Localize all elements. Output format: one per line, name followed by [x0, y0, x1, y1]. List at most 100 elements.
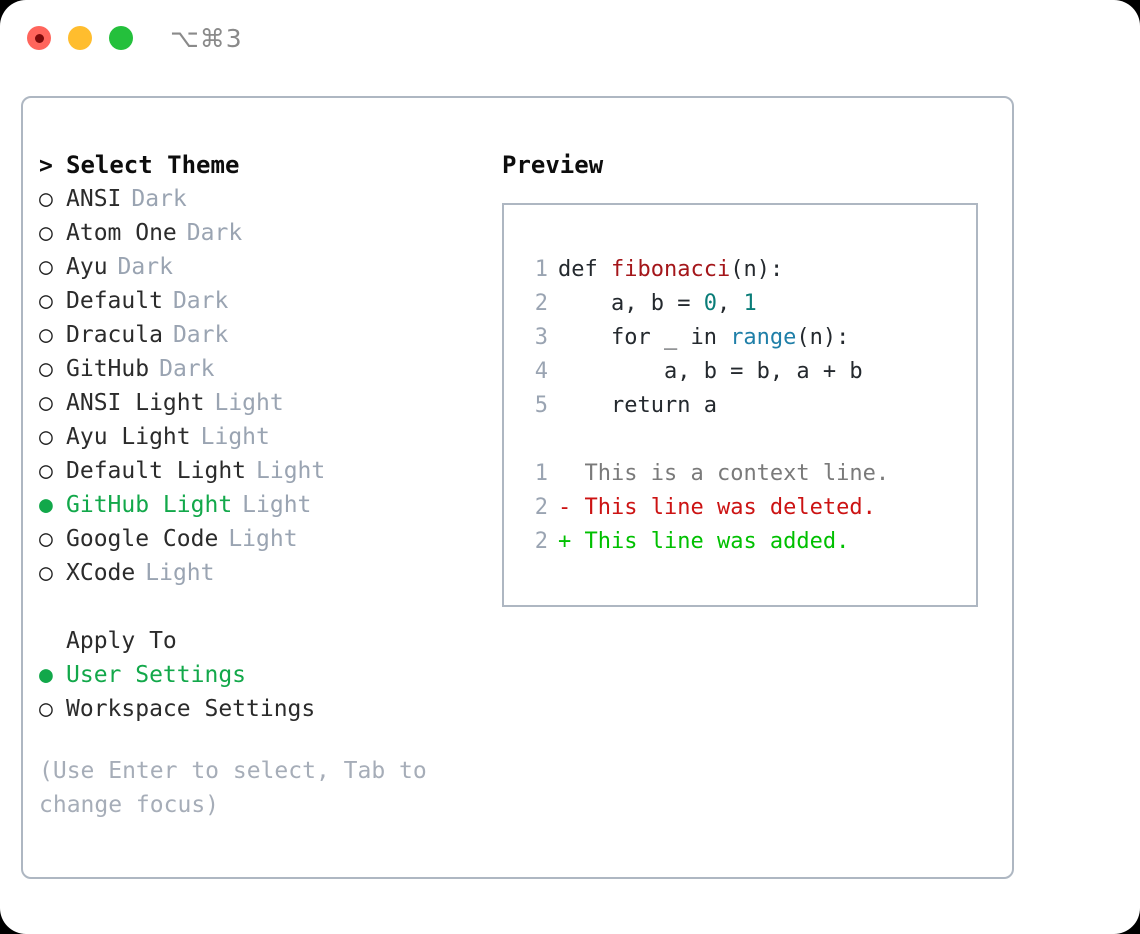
theme-list-item[interactable]: ○ Default Dark — [39, 284, 469, 318]
radio-unselected-icon[interactable]: ○ — [39, 288, 53, 314]
radio-unselected-icon[interactable]: ○ — [39, 390, 53, 416]
theme-list-item[interactable]: ○ Ayu Dark — [39, 250, 469, 284]
section-spacer — [39, 590, 469, 624]
radio-unselected-icon[interactable]: ○ — [39, 322, 53, 348]
window-title: ⌥⌘3 — [170, 24, 243, 53]
theme-item-tag: Light — [145, 560, 215, 586]
theme-item-label: Ayu — [66, 254, 108, 280]
line-number: 1 — [534, 257, 548, 282]
radio-unselected-icon[interactable]: ○ — [39, 254, 53, 280]
code-token-number: 0 — [703, 291, 717, 316]
apply-to-heading: ○Apply To — [39, 624, 469, 658]
code-token-plain: (n): — [796, 325, 850, 350]
theme-list-item-selected[interactable]: ● GitHub Light Light — [39, 488, 469, 522]
radio-unselected-icon[interactable]: ○ — [39, 560, 53, 586]
minimize-button-icon[interactable] — [68, 26, 92, 50]
theme-item-label: GitHub Light — [66, 492, 233, 518]
theme-item-tag: Light — [256, 458, 326, 484]
theme-item-tag: Dark — [131, 186, 187, 212]
code-line: 2 a, b = 0, 1 — [522, 287, 976, 321]
theme-item-tag: Dark — [159, 356, 215, 382]
apply-to-item[interactable]: ○ Workspace Settings — [39, 692, 469, 726]
code-token-keyword: def — [558, 257, 611, 282]
line-number: 4 — [534, 359, 548, 384]
theme-item-label: Dracula — [66, 322, 163, 348]
diff-line-text: This line was deleted. — [584, 495, 876, 520]
radio-unselected-icon[interactable]: ○ — [39, 186, 53, 212]
chevron-right-icon: > — [39, 153, 53, 179]
theme-list-item[interactable]: ○ XCode Light — [39, 556, 469, 590]
apply-to-item-label: Workspace Settings — [66, 696, 316, 722]
theme-item-label: ANSI Light — [66, 390, 205, 416]
select-theme-heading-label: Select Theme — [66, 151, 240, 179]
code-token-call: range — [730, 325, 797, 350]
diff-text — [571, 525, 584, 559]
apply-to-heading-label: Apply To — [66, 628, 177, 654]
radio-selected-icon[interactable]: ● — [39, 492, 53, 518]
line-number: 5 — [534, 393, 548, 418]
radio-unselected-icon[interactable]: ○ — [39, 220, 53, 246]
diff-line-added: 2 + This line was added. — [522, 525, 976, 559]
diff-line-text: This line was added. — [584, 529, 850, 554]
code-token-plain: (n): — [730, 257, 784, 282]
preview-title: Preview — [502, 151, 604, 179]
radio-unselected-icon[interactable]: ○ — [39, 526, 53, 552]
diff-line-context: 1 This is a context line. — [522, 457, 976, 491]
code-line: 5 return a — [522, 389, 976, 423]
code-token-plain: a, b = b, a + b — [558, 359, 863, 384]
apply-to-item-selected[interactable]: ● User Settings — [39, 658, 469, 692]
maximize-button-icon[interactable] — [109, 26, 133, 50]
radio-unselected-icon[interactable]: ○ — [39, 458, 53, 484]
radio-selected-icon[interactable]: ● — [39, 662, 53, 688]
diff-sign: + — [558, 529, 572, 554]
line-number: 2 — [534, 529, 548, 554]
theme-item-label: Atom One — [66, 220, 177, 246]
theme-item-tag: Dark — [117, 254, 173, 280]
radio-unselected-icon[interactable]: ○ — [39, 424, 53, 450]
radio-unselected-icon[interactable]: ○ — [39, 356, 53, 382]
theme-item-tag: Light — [242, 492, 312, 518]
traffic-lights — [27, 26, 133, 50]
theme-item-tag: Dark — [172, 288, 229, 314]
close-button-icon[interactable] — [27, 26, 51, 50]
diff-spacer — [522, 423, 976, 457]
line-number: 2 — [534, 291, 548, 316]
theme-list-item[interactable]: ○ Ayu Light Light — [39, 420, 469, 454]
diff-line-text: This is a context line. — [584, 461, 890, 486]
keyboard-hint-text: (Use Enter to select, Tab to change focu… — [39, 758, 427, 818]
diff-line-deleted: 2- This line was deleted. — [522, 491, 976, 525]
theme-list-item[interactable]: ○ Default Light Light — [39, 454, 469, 488]
theme-item-label: Default — [66, 288, 163, 314]
diff-sign — [558, 457, 571, 491]
theme-item-tag: Light — [200, 424, 270, 450]
theme-item-label: Google Code — [66, 526, 219, 552]
theme-item-tag: Light — [228, 526, 298, 552]
line-number: 2 — [534, 495, 548, 520]
line-number: 3 — [534, 325, 548, 350]
radio-unselected-icon[interactable]: ○ — [39, 696, 53, 722]
apply-to-heading-indent: ○ — [39, 624, 66, 658]
diff-sign: - — [558, 495, 572, 520]
code-token-plain: return a — [558, 393, 717, 418]
theme-item-label: Ayu Light — [66, 424, 191, 450]
theme-item-label: Default Light — [66, 458, 247, 484]
code-token-plain: a, b = — [558, 291, 704, 316]
apply-to-item-label: User Settings — [66, 662, 247, 688]
theme-list-item[interactable]: ○ Google Code Light — [39, 522, 469, 556]
code-token-plain: , — [716, 291, 744, 316]
code-token-plain: for _ in — [558, 325, 731, 350]
select-theme-heading: > Select Theme — [39, 148, 469, 182]
code-line: 3 for _ in range(n): — [522, 321, 976, 355]
theme-item-label: XCode — [66, 560, 136, 586]
